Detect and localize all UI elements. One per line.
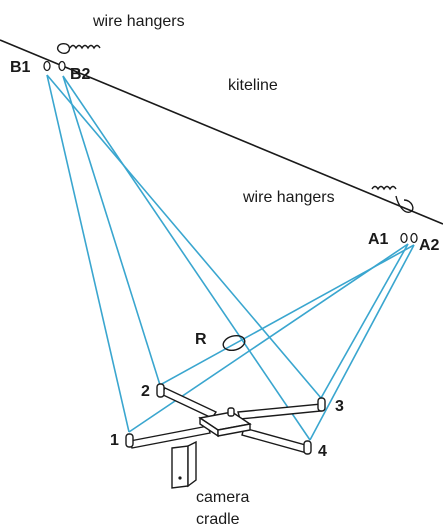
corner-caps xyxy=(125,383,326,455)
label-camera: camera xyxy=(196,489,249,506)
anchor-rings-b xyxy=(43,60,66,72)
label-corner-1: 1 xyxy=(110,432,119,449)
cross-frame xyxy=(129,387,322,454)
label-wire-hangers-right: wire hangers xyxy=(242,189,335,206)
line-b2-4 xyxy=(62,75,311,441)
anchor-rings-a xyxy=(400,232,418,244)
line-a2-2 xyxy=(159,244,415,386)
wire-hanger-b xyxy=(56,42,101,54)
camera-cradle-plate xyxy=(171,440,197,489)
label-kiteline: kiteline xyxy=(228,77,278,94)
label-corner-4: 4 xyxy=(318,443,327,460)
label-b2: B2 xyxy=(70,66,91,83)
kiteline-line xyxy=(0,39,443,225)
label-corner-3: 3 xyxy=(335,398,344,415)
cap-3 xyxy=(317,397,326,412)
label-a2: A2 xyxy=(419,237,440,254)
line-a1-3 xyxy=(320,243,409,399)
line-a2-4 xyxy=(309,244,415,441)
label-wire-hangers-top: wire hangers xyxy=(92,13,185,30)
line-b1-1 xyxy=(46,74,130,433)
line-b1-3 xyxy=(46,74,322,399)
cap-1 xyxy=(125,433,134,448)
pulley-ring-r xyxy=(222,334,246,352)
wire-hanger-a xyxy=(371,185,414,213)
label-corner-2: 2 xyxy=(141,383,150,400)
cap-4 xyxy=(303,440,312,455)
label-b1: B1 xyxy=(10,59,31,76)
rigging-lines xyxy=(46,74,415,441)
cap-2 xyxy=(156,383,165,398)
label-r: R xyxy=(195,331,207,348)
label-cradle: cradle xyxy=(196,511,240,528)
label-a1: A1 xyxy=(368,231,389,248)
line-b2-2 xyxy=(62,75,161,386)
